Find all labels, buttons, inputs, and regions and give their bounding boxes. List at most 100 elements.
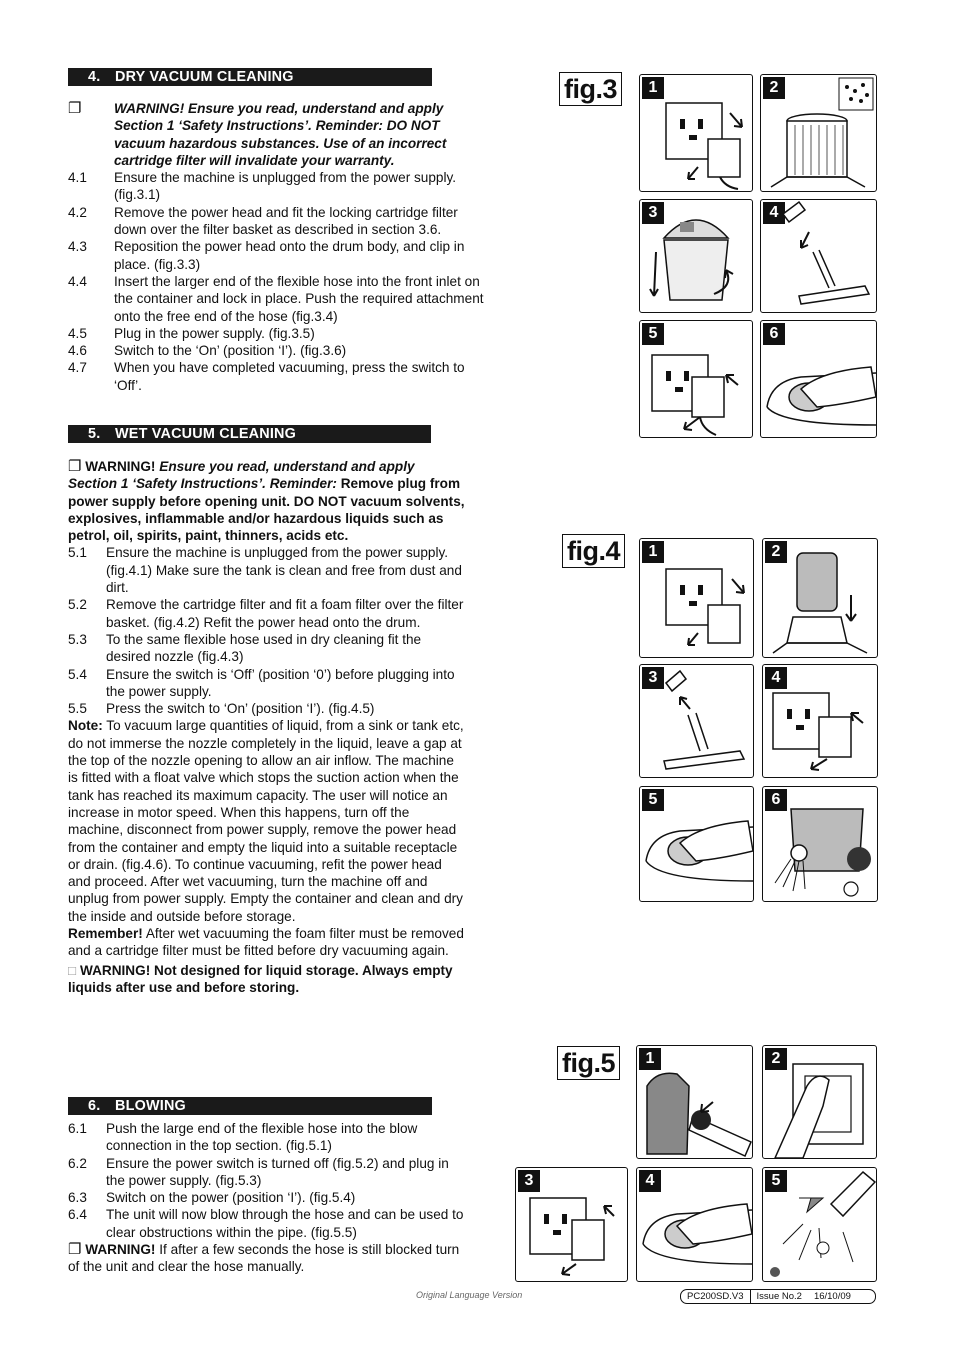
footer-date: 16/10/09: [813, 1291, 851, 1302]
section-4-steps: 4.1 Ensure the machine is unplugged from …: [68, 169, 488, 394]
step-item: 4.5 Plug in the power supply. (fig.3.5): [68, 325, 488, 342]
step-text: Switch to the ‘On’ (position ‘I’). (fig.…: [114, 343, 347, 359]
fig-3-panel-2: 2: [760, 74, 877, 192]
wall-socket-icon: [651, 354, 739, 436]
section-6-header: 6.BLOWING: [68, 1097, 432, 1115]
wall-socket-icon: [772, 692, 864, 771]
footer-doc-info: PC200SD.V3 Issue No.2 16/10/09: [680, 1289, 876, 1304]
step-number: 5.4: [68, 666, 87, 682]
fig-4-label: fig.4: [562, 534, 626, 568]
section-4: 4.DRY VACUUM CLEANING ❐ WARNING! Ensure …: [68, 68, 488, 394]
fig-4-panel-2: 2: [762, 538, 878, 658]
fig-3-panel-4: 4: [760, 199, 877, 313]
vacuum-drum-icon: [649, 219, 734, 301]
wall-socket-icon: [665, 568, 745, 646]
checkbox-icon: □: [68, 962, 77, 978]
fig-4-panel-1: 1: [639, 538, 754, 658]
step-item: 6.3 Switch on the power (position ‘I’). (…: [68, 1189, 468, 1206]
step-text: Reposition the power head onto the drum …: [114, 239, 465, 272]
fig-4-panel-4: 4: [762, 664, 878, 778]
fig-4-panel-5: 5: [639, 786, 754, 902]
power-switch-icon: [642, 1203, 752, 1265]
section-5-header: 5.WET VACUUM CLEANING: [68, 425, 431, 443]
step-item: 5.2 Remove the cartridge filter and fit a…: [68, 596, 466, 631]
fig-3-label: fig.3: [559, 72, 623, 106]
step-item: 5.5 Press the switch to ‘On’ (position ‘I…: [68, 700, 466, 717]
step-text: Ensure the switch is ‘Off’ (position ‘0’…: [106, 666, 455, 699]
step-text: Ensure the machine is unplugged from the…: [114, 170, 457, 203]
step-text: Ensure the power switch is turned off (f…: [106, 1155, 449, 1188]
socket-switch-icon: [774, 1063, 864, 1158]
step-item: 4.4 Insert the larger end of the flexible…: [68, 273, 488, 325]
fig-3-panel-5: 5: [639, 320, 753, 438]
wall-socket-icon: [665, 102, 743, 190]
step-item: 5.3 To the same flexible hose used in dry…: [68, 631, 466, 666]
wall-socket-icon: [529, 1197, 615, 1276]
checkbox-icon: ❐: [68, 1241, 82, 1259]
step-number: 6.2: [68, 1155, 87, 1171]
footer-model: PC200SD.V3: [687, 1291, 744, 1302]
step-text: When you have completed vacuuming, press…: [114, 360, 465, 393]
fig-4-panel-6: 6: [762, 786, 878, 902]
hose-nozzle-icon: [663, 669, 746, 770]
step-item: 6.1 Push the large end of the flexible ho…: [68, 1120, 468, 1155]
blow-connection-icon: [646, 1072, 752, 1158]
step-text: Remove the power head and fit the lockin…: [114, 204, 458, 238]
section-6-steps: 6.1 Push the large end of the flexible ho…: [68, 1120, 468, 1241]
power-switch-icon: [645, 820, 753, 882]
section-4-header: 4.DRY VACUUM CLEANING: [68, 68, 432, 86]
fig-4-panel-3: 3: [639, 664, 754, 778]
power-switch-icon: [766, 366, 876, 426]
step-text: Push the large end of the flexible hose …: [106, 1121, 418, 1154]
section-6: 6.BLOWING 6.1 Push the large end of the f…: [68, 1097, 488, 1276]
fig-5-panel-3: 3: [515, 1167, 628, 1282]
step-number: 4.4: [68, 273, 87, 289]
step-number: 4.2: [68, 204, 87, 220]
blowing-debris-icon: [770, 1170, 876, 1277]
step-text: Switch on the power (position ‘I’). (fig…: [106, 1190, 356, 1206]
step-number: 5.3: [68, 631, 87, 647]
footer-issue: Issue No.2: [749, 1290, 808, 1303]
fig-5-panel-2: 2: [762, 1045, 877, 1159]
hose-nozzle-icon: [781, 200, 871, 305]
step-item: 4.1 Ensure the machine is unplugged from …: [68, 169, 488, 204]
step-number: 5.5: [68, 701, 87, 717]
fig-5-label: fig.5: [557, 1046, 621, 1080]
step-text: Insert the larger end of the flexible ho…: [114, 273, 484, 324]
fig-3-panel-3: 3: [639, 199, 753, 313]
step-number: 6.1: [68, 1121, 87, 1136]
step-text: The unit will now blow through the hose …: [106, 1207, 464, 1240]
step-text: Plug in the power supply. (fig.3.5): [114, 325, 315, 341]
step-text: Remove the cartridge filter and fit a fo…: [106, 597, 464, 630]
step-text: To the same flexible hose used in dry cl…: [106, 631, 422, 665]
step-number: 4.3: [68, 239, 87, 255]
step-number: 4.1: [68, 170, 87, 186]
step-item: 4.3 Reposition the power head onto the dr…: [68, 238, 488, 273]
step-item: 4.2 Remove the power head and fit the loc…: [68, 204, 488, 239]
step-number: 4.6: [68, 343, 87, 359]
section-5-note: Note: To vacuum large quantities of liqu…: [68, 718, 464, 924]
section-6-warning: ❐ WARNING! If after a few seconds the ho…: [68, 1241, 460, 1275]
step-item: 4.7 When you have completed vacuuming, pr…: [68, 359, 488, 394]
step-number: 5.2: [68, 597, 87, 613]
checkbox-icon: ❐: [68, 100, 82, 117]
fig-3-panel-1: 1: [639, 74, 753, 192]
step-text: Ensure the machine is unplugged from the…: [106, 545, 462, 596]
checkbox-icon: ❐: [68, 458, 82, 475]
fig-5-panel-4: 4: [636, 1167, 753, 1282]
step-number: 6.3: [68, 1190, 87, 1206]
drain-valve-icon: [774, 808, 871, 897]
step-number: 4.5: [68, 325, 87, 341]
footer-original-language: Original Language Version: [416, 1290, 523, 1300]
step-number: 4.7: [68, 360, 87, 376]
step-item: 5.4 Ensure the switch is ‘Off’ (position …: [68, 666, 466, 701]
step-text: Press the switch to ‘On’ (position ‘I’).…: [106, 701, 375, 717]
fig-5-panel-5: 5: [762, 1167, 877, 1282]
fig-5-panel-1: 1: [636, 1045, 753, 1159]
section-5: 5.WET VACUUM CLEANING ❐ WARNING! Ensure …: [68, 425, 488, 996]
section-5-remember: Remember! After wet vacuuming the foam f…: [68, 926, 464, 959]
cartridge-filter-icon: [770, 77, 874, 188]
